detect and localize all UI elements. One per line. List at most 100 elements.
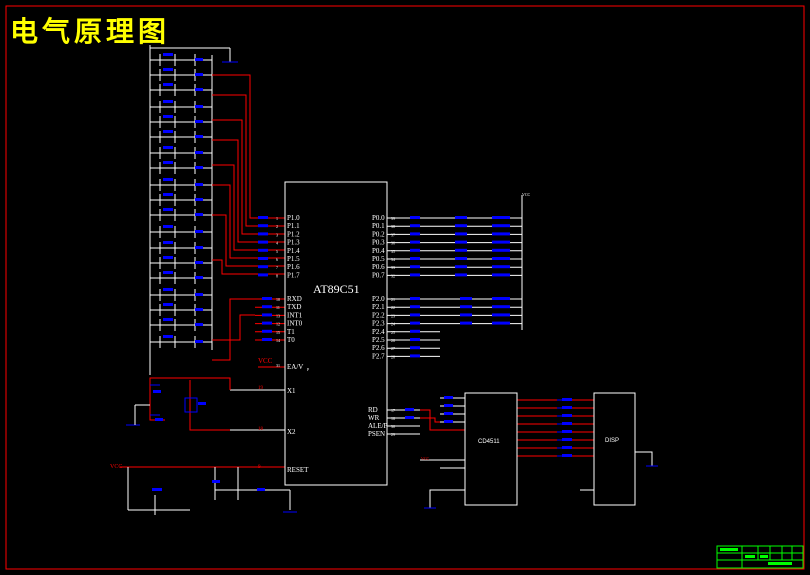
ctrl-pin-name: PSEN: [368, 430, 385, 438]
p0-pullup-label: [492, 232, 510, 236]
p3-pin-name: T0: [287, 336, 295, 344]
p0-pin-name: P0.6: [372, 263, 385, 271]
p0-pin-name: P0.2: [372, 230, 385, 238]
ctrl-net-label: [405, 408, 414, 411]
p0-pin-number: 39: [391, 216, 395, 221]
cd4511-input-label: [444, 396, 453, 399]
x1-pin-number: 19: [258, 386, 264, 391]
title-block: [716, 545, 804, 569]
cd4511-input-label: [444, 404, 453, 407]
p0-pullup-label: [492, 257, 510, 260]
ctrl-pin-number: 29: [391, 432, 395, 437]
ladder-part-label: [195, 293, 203, 296]
cap-label: [153, 390, 161, 393]
p2-pin-number: 27: [391, 346, 395, 351]
p1-pin-name: P1.0: [287, 214, 300, 222]
p2-net-label: [410, 305, 420, 309]
p2-net-label: [410, 354, 420, 358]
p0-net-label: [410, 216, 420, 219]
p1-wire: [212, 94, 285, 227]
p2-pin-number: 26: [391, 338, 395, 343]
p3-net-label: [262, 313, 272, 317]
p0-pin-number: 34: [391, 257, 395, 262]
ladder-part-label: [163, 178, 173, 181]
p2-pin-number: 21: [391, 297, 395, 302]
p3-pin-number: 10: [276, 297, 280, 302]
ladder-part-label: [195, 73, 203, 76]
p1-net-label: [258, 232, 268, 236]
vcc-label-cd4511: VCC: [421, 456, 430, 461]
p0-pin-name: P0.4: [372, 247, 385, 255]
p2-net-label: [410, 313, 420, 317]
p0-pullup-label: [455, 265, 467, 269]
ladder-part-label: [163, 225, 173, 228]
cap-label: [155, 418, 163, 421]
p0-net-label: [410, 224, 420, 228]
ladder-part-label: [163, 146, 173, 149]
p0-pullup-label: [455, 216, 467, 219]
reset-pin-number: 9: [258, 465, 261, 470]
ladder-part-label: [163, 208, 173, 211]
p3-pin-name: INT0: [287, 320, 303, 328]
p2-pullup-label: [492, 297, 510, 300]
ladder-part-label: [163, 241, 173, 244]
p3-pin-number: 14: [276, 338, 280, 343]
p3-pin-number: 11: [276, 305, 280, 310]
p2-pullup-label: [460, 297, 472, 300]
p2-pullup-label: [492, 313, 510, 317]
p2-pin-name: P2.4: [372, 328, 385, 336]
p1-net-label: [258, 224, 268, 228]
p0-pullup-label: [455, 224, 467, 228]
ladder-part-label: [163, 288, 173, 291]
ctrl-pin-name: WR: [368, 414, 380, 422]
p2-pin-number: 24: [391, 322, 395, 327]
p1-wire: [212, 184, 285, 259]
p1-pin-name: P1.4: [287, 247, 300, 255]
p1-wire: [212, 164, 285, 251]
ladder-part-label: [195, 135, 203, 138]
ladder-part-label: [163, 53, 173, 56]
ladder-part-label: [163, 193, 173, 196]
p0-net-label: [410, 273, 420, 277]
p2-net-label: [410, 297, 420, 300]
ladder-part-label: [163, 83, 173, 86]
ctrl-net-label: [405, 416, 414, 419]
p1-pin-name: P1.1: [287, 222, 300, 230]
p1-net-label: [258, 273, 268, 277]
diagram-title: 电气原理图: [10, 15, 171, 48]
p0-pullup-label: [492, 216, 510, 219]
p2-net-label: [410, 338, 420, 341]
pins-layer: P1.01P1.12P1.23P1.34P1.45P1.56P1.67P1.78…: [110, 192, 531, 474]
p2-pullup-label: [460, 313, 472, 317]
ctrl-pin-number: 17: [391, 408, 395, 413]
ladder-part-label: [163, 318, 173, 321]
p0-pin-name: P0.7: [372, 271, 385, 279]
p3-net-label: [262, 297, 272, 300]
ctrl-pin-name: RD: [368, 406, 378, 414]
p1-pin-name: P1.2: [287, 230, 300, 238]
p1-pin-number: 8: [276, 273, 278, 278]
ea-pin-sub: P: [307, 367, 310, 372]
p0-pullup-label: [492, 240, 510, 244]
p2-pin-name: P2.6: [372, 344, 385, 352]
p0-pin-name: P0.1: [372, 222, 385, 230]
ladder-part-label: [195, 323, 203, 326]
x2-pin-name: X2: [287, 428, 296, 436]
p2-pullup-label: [492, 305, 510, 309]
ctrl-pin-name: ALE/P: [368, 422, 388, 430]
p1-pin-name: P1.3: [287, 239, 300, 247]
p0-pullup-label: [492, 265, 510, 269]
p0-pin-number: 38: [391, 224, 395, 229]
ladder-part-label: [195, 308, 203, 311]
ctrl-pin-number: 30: [391, 424, 395, 429]
p2-pin-number: 28: [391, 354, 395, 359]
p1-wire: [212, 214, 285, 267]
p0-pin-name: P0.0: [372, 214, 385, 222]
p2-pin-name: P2.3: [372, 320, 385, 328]
ladder-part-label: [195, 166, 203, 169]
segment-resistor: [562, 406, 572, 409]
vcc-label-bus: VCC: [522, 192, 531, 197]
p3-pin-name: T1: [287, 328, 295, 336]
reset-pin-name: RESET: [287, 466, 309, 474]
